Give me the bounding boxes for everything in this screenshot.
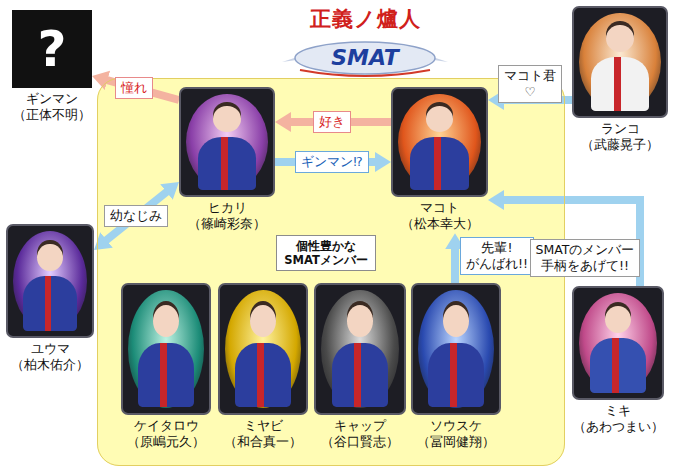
card-frame xyxy=(121,283,211,415)
title-logo: 正義ノ爐人 xyxy=(310,5,421,33)
card-frame xyxy=(6,224,94,338)
character-card: ランコ （武藤晃子） xyxy=(572,6,668,154)
card-frame xyxy=(411,283,501,415)
card-frame xyxy=(314,283,406,415)
character-card: ミキ （あわつまい） xyxy=(572,286,664,436)
figure-head xyxy=(213,106,241,133)
node-text: キャップ （谷口賢志） xyxy=(321,418,399,449)
figure-body xyxy=(235,343,290,407)
node-text: 個性豊かな SMATメンバー xyxy=(284,239,368,268)
relation-label: 好き xyxy=(313,111,351,133)
relation-arrow xyxy=(451,245,459,283)
smat-region-fill xyxy=(97,78,565,466)
figure-body xyxy=(23,276,77,331)
character-card: ケイタロウ （原嶋元久） xyxy=(121,283,211,451)
figure-body xyxy=(410,137,470,190)
card-frame xyxy=(218,283,308,415)
relation-label: マコト君♡ xyxy=(498,65,562,104)
figure-body xyxy=(590,338,646,393)
relation-label: ギンマン⁉ xyxy=(295,151,368,173)
node-text: マコト （松本幸大） xyxy=(401,200,479,231)
figure-body xyxy=(591,57,650,111)
relation-label: SMATのメンバー 手柄をあげて!! xyxy=(530,239,641,278)
card-frame xyxy=(391,87,488,197)
figure-body xyxy=(428,343,483,407)
character-card: マコト （松本幸大） xyxy=(391,87,488,233)
relation-label: 幼なじみ xyxy=(104,205,168,227)
figure-head xyxy=(606,25,634,52)
node-text: ギンマン （正体不明） xyxy=(13,91,91,122)
black-square: ? xyxy=(12,10,92,88)
node-text: ミキ （あわつまい） xyxy=(573,403,664,434)
figure-body xyxy=(332,343,388,407)
node-text: ケイタロウ （原嶋元久） xyxy=(127,418,205,449)
figure-body xyxy=(138,343,193,407)
note-box: 個性豊かな SMATメンバー xyxy=(276,235,376,272)
card-frame xyxy=(572,6,668,118)
figure-head xyxy=(605,306,631,334)
node-text: ? xyxy=(37,24,66,74)
logo-oval xyxy=(295,42,435,74)
node-text: ミヤビ （和合真一） xyxy=(224,418,302,449)
node-text: ヒカリ （篠崎彩奈） xyxy=(188,200,266,231)
node-text: ランコ （武藤晃子） xyxy=(581,121,659,152)
relation-arrow xyxy=(103,190,169,243)
relation-label: 憧れ xyxy=(115,77,153,99)
character-card: キャップ （谷口賢志） xyxy=(314,283,406,451)
character-card: ミヤビ （和合真一） xyxy=(218,283,308,451)
card-frame xyxy=(179,87,275,197)
relation-label: 先輩! がんばれ!! xyxy=(460,237,534,276)
node-text: ソウスケ （冨岡健翔） xyxy=(417,418,495,449)
figure-head xyxy=(37,244,62,272)
character-card: ユウマ （柏木佑介） xyxy=(6,224,94,374)
unknown-character: ? ギンマン （正体不明） xyxy=(12,10,92,124)
character-card: ヒカリ （篠崎彩奈） xyxy=(179,87,275,233)
card-frame xyxy=(572,286,664,400)
figure-body xyxy=(198,137,257,190)
node-text: ユウマ （柏木佑介） xyxy=(11,341,89,372)
logo-swoosh xyxy=(300,70,430,76)
character-card: ソウスケ （冨岡健翔） xyxy=(411,283,501,451)
smat-logo-text: SMAT xyxy=(331,45,399,71)
